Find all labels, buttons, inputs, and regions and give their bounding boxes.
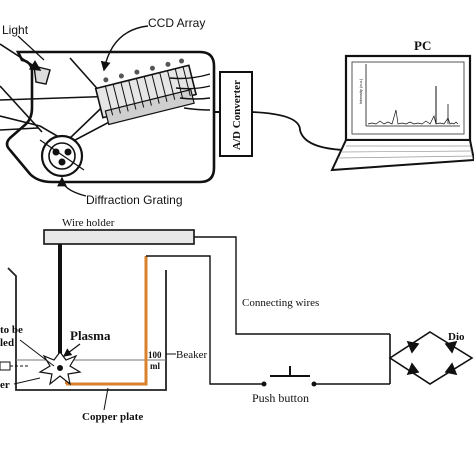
light-label: Light (2, 23, 29, 37)
left-label: er (0, 379, 10, 391)
sample-pointer (19, 339, 55, 367)
pc-laptop: PC Intensity (a.u.) (330, 38, 474, 172)
spectrum-trace (367, 109, 459, 125)
copper-plate (66, 256, 148, 386)
beaker-volume: 100 (148, 350, 162, 360)
laptop-base (330, 139, 474, 172)
converter-cable (251, 111, 345, 151)
left-probe (0, 361, 11, 371)
beaker-volume-unit: ml (150, 361, 160, 371)
ccd-cables (169, 73, 211, 111)
ccd-pointer (100, 25, 149, 72)
diffraction-grating (39, 134, 85, 178)
wire-holder-bar (43, 229, 195, 245)
push-button (261, 366, 317, 387)
spectrometer: Light (0, 16, 345, 207)
connecting-wires (146, 236, 390, 385)
light-pointer (17, 35, 45, 61)
diode-bridge (388, 331, 474, 385)
plasma-pointer (63, 343, 81, 357)
sample-label-line1: to be (0, 324, 23, 336)
connecting-wires-label: Connecting wires (242, 297, 319, 309)
copper-plate-pointer (103, 387, 109, 411)
ad-converter: A/D Converter (219, 71, 253, 157)
diode-label: Dio (448, 331, 465, 343)
spectrum-axis-label: Intensity (a.u.) (358, 78, 363, 104)
ccd-label: CCD Array (148, 16, 205, 30)
plasma-circuit: Wire holder 100 ml Beaker Plasma to be l… (0, 217, 474, 423)
plasma-label: Plasma (70, 328, 111, 343)
pc-label: PC (414, 38, 431, 53)
grating-pointer (57, 176, 87, 197)
copper-plate-label: Copper plate (82, 411, 143, 423)
beaker-label: Beaker (176, 349, 207, 361)
grating-label: Diffraction Grating (86, 193, 183, 207)
beaker (7, 267, 167, 391)
sample-label-line2: led (0, 337, 14, 349)
push-button-label: Push button (252, 391, 309, 405)
converter-label: A/D Converter (231, 80, 243, 150)
wire-holder-label: Wire holder (62, 217, 115, 229)
